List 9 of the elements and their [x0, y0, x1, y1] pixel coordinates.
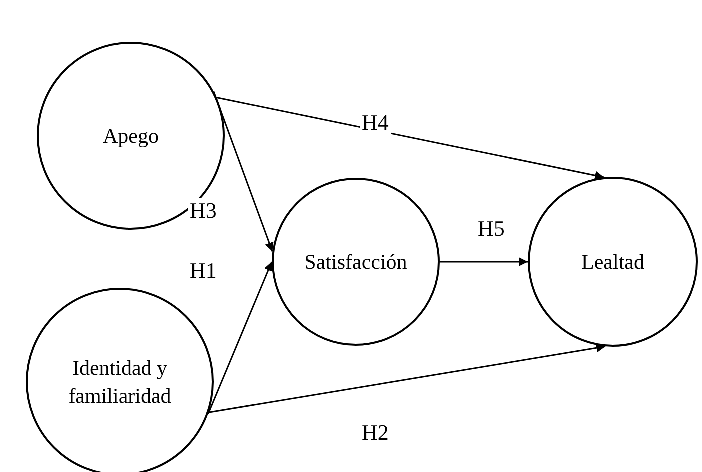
- arrow: [440, 258, 528, 266]
- arrow: [208, 344, 606, 414]
- node-label: Apego: [103, 122, 159, 150]
- node-label: Satisfacción: [304, 248, 408, 276]
- arrow: [216, 97, 604, 180]
- arrow: [208, 262, 273, 414]
- node-label: Identidad y familiaridad: [68, 354, 172, 410]
- arrow: [213, 92, 274, 252]
- node-label: Lealtad: [582, 248, 644, 276]
